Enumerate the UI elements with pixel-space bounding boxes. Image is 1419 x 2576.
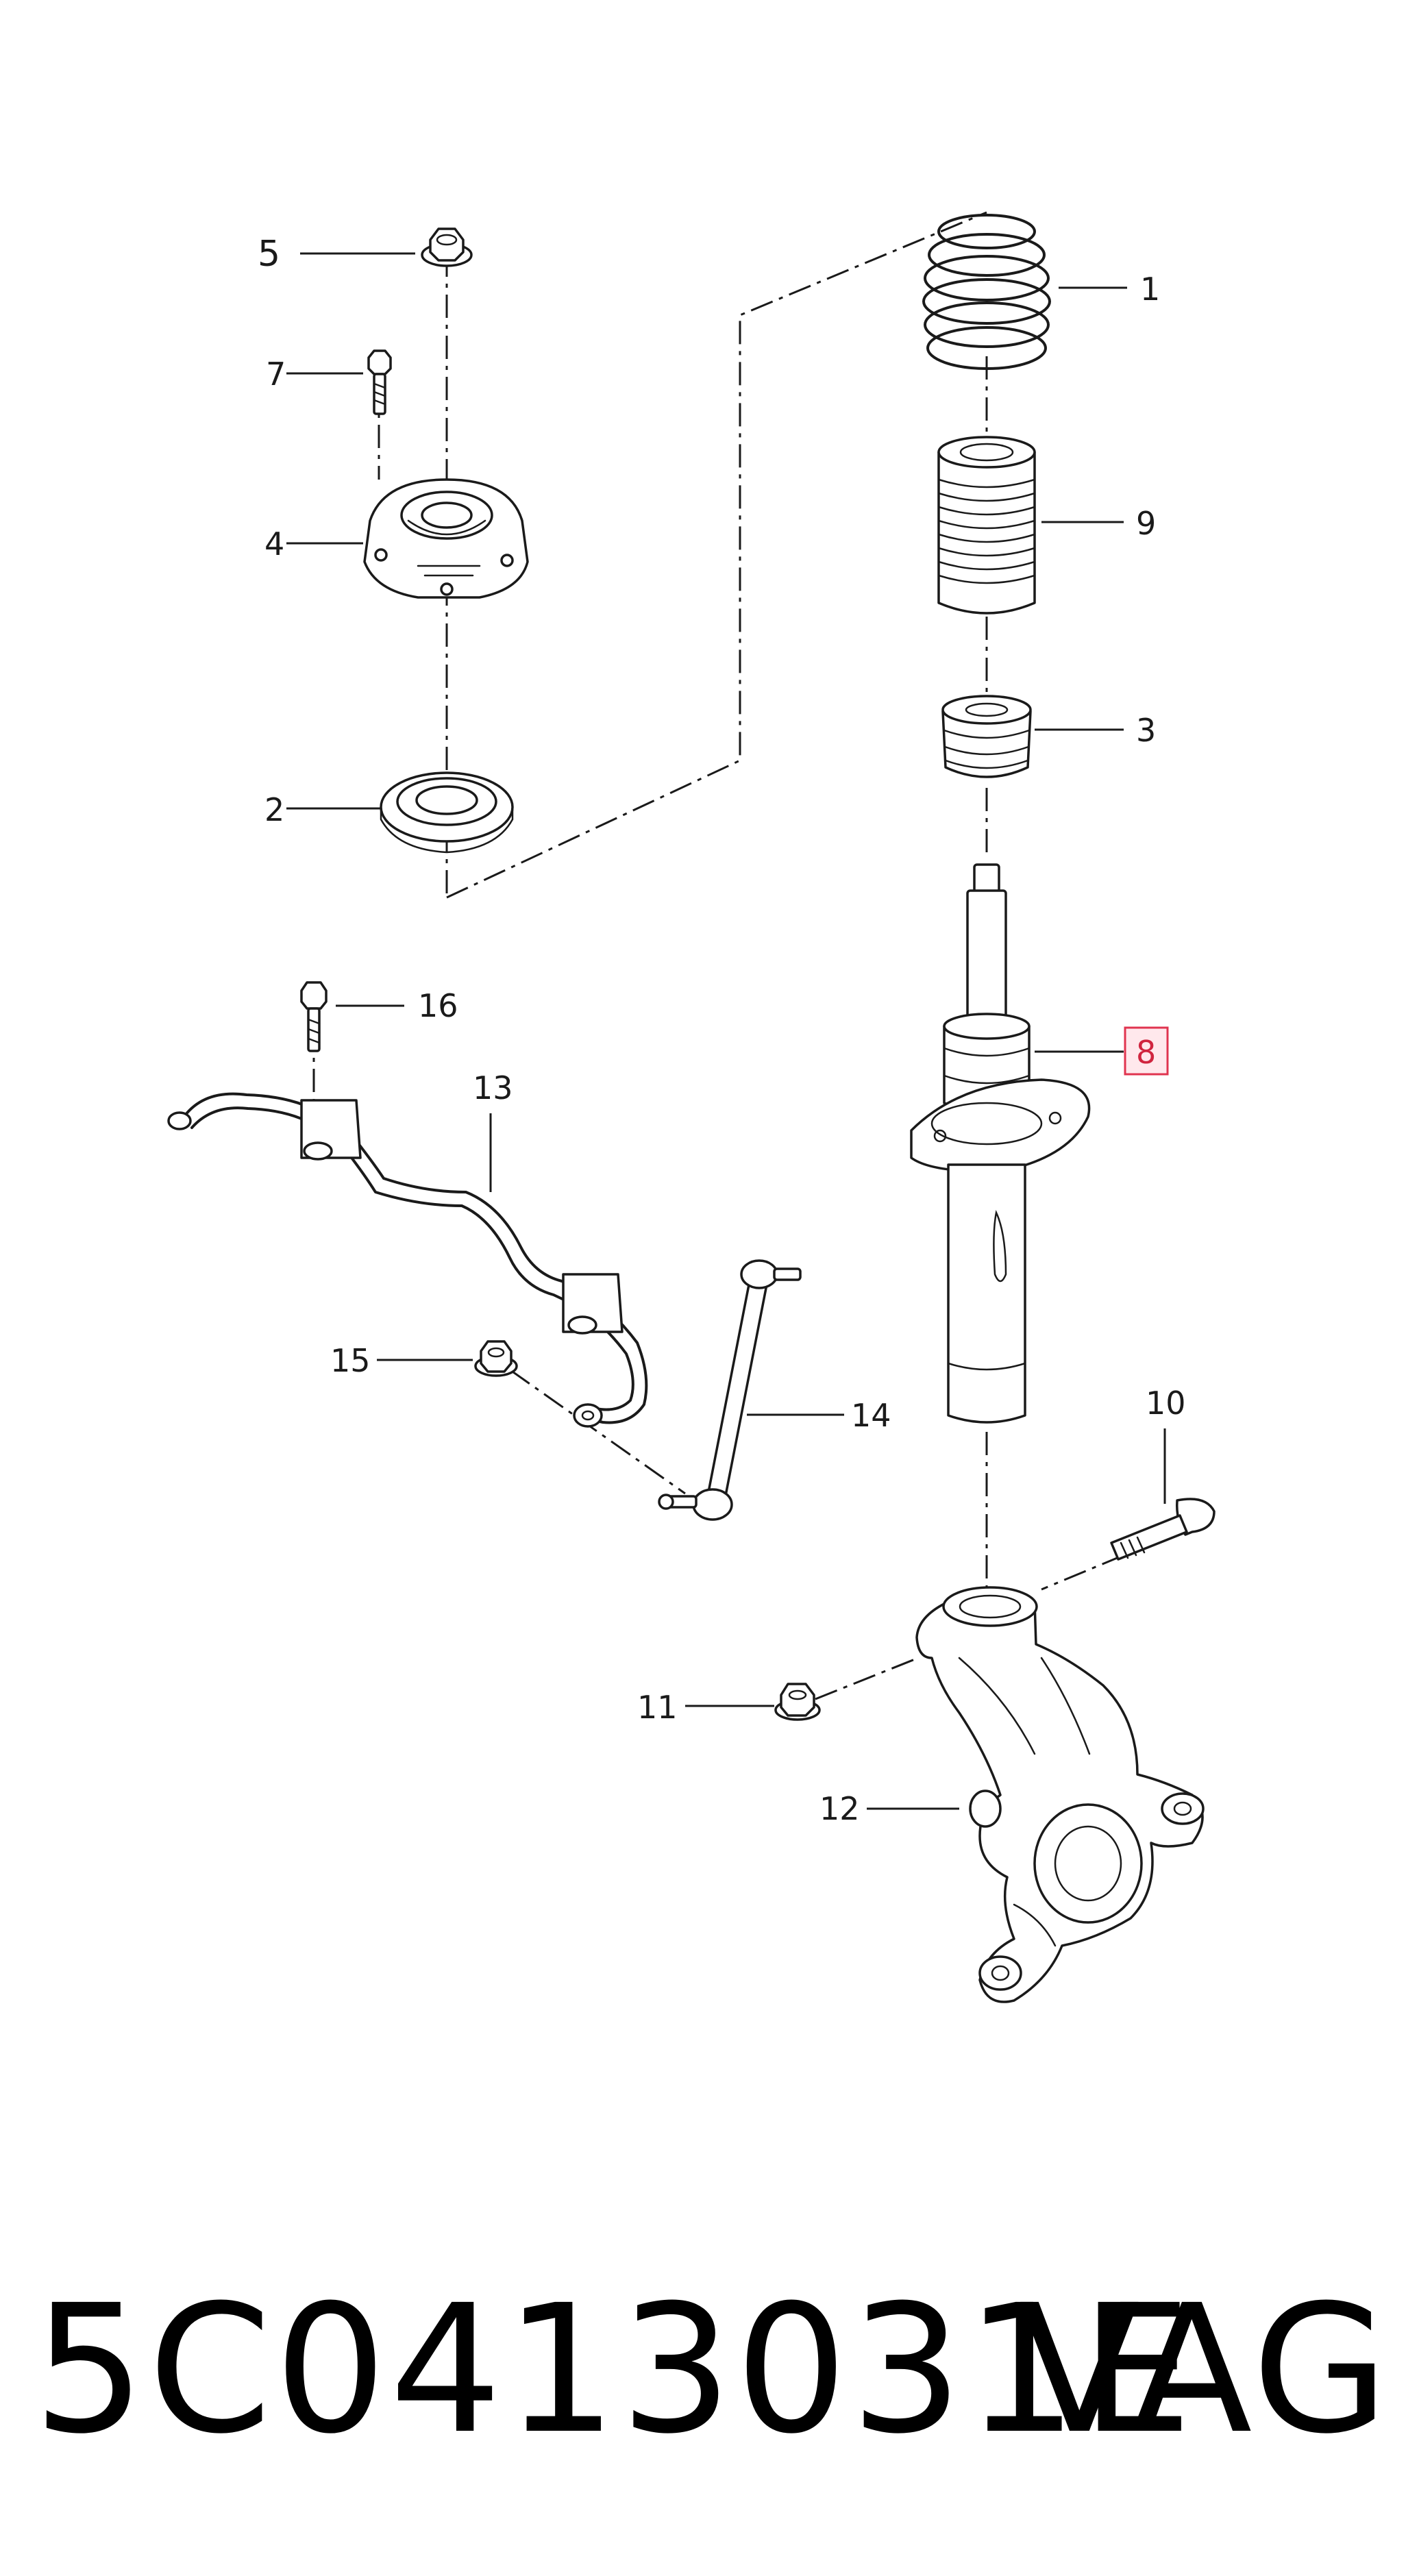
nut-part-11: [774, 1683, 821, 1721]
callout-14: 14: [851, 1397, 891, 1434]
stabilizer-bar-part-13: [167, 1092, 648, 1428]
callout-8-highlighted[interactable]: 8: [1124, 1026, 1169, 1076]
callout-5: 5: [258, 234, 280, 275]
dust-boot-part-9: [937, 436, 1036, 615]
bolt-part-16: [300, 981, 328, 1052]
callout-11: 11: [637, 1689, 678, 1726]
callout-4: 4: [264, 525, 284, 562]
callout-9: 9: [1136, 505, 1156, 542]
coil-spring-part-1: [922, 214, 1051, 370]
stabilizer-link-part-14: [658, 1259, 802, 1521]
callout-15: 15: [330, 1342, 371, 1379]
strut-bearing-part-2: [380, 771, 514, 854]
callout-13: 13: [473, 1069, 513, 1106]
callout-2: 2: [264, 791, 284, 828]
callout-12: 12: [819, 1790, 860, 1827]
steering-knuckle-part-12: [915, 1586, 1205, 2003]
callout-1: 1: [1140, 271, 1160, 308]
shock-absorber-part-8: [910, 863, 1091, 1424]
flange-nut-part-5: [421, 227, 473, 267]
callout-10: 10: [1146, 1385, 1186, 1422]
leader-lines: [286, 252, 1166, 1810]
nut-part-15: [474, 1340, 518, 1377]
callout-labels: 5 7 4 2 1 9 3 8 10 11 12 13 14 15 16: [258, 234, 1186, 1827]
callout-7: 7: [266, 356, 286, 393]
callout-8: 8: [1136, 1034, 1156, 1071]
bump-stop-part-3: [941, 695, 1032, 778]
callout-8-highlight-box: [1124, 1026, 1169, 1076]
callout-3: 3: [1136, 712, 1156, 749]
brand-name: VAG: [1019, 2267, 1392, 2473]
strut-top-mount-part-4: [363, 478, 529, 599]
callout-16: 16: [418, 987, 458, 1024]
bolt-part-7: [367, 349, 392, 415]
bolt-part-10: [1110, 1498, 1216, 1561]
part-number: 5C0413031E: [33, 2267, 1196, 2473]
